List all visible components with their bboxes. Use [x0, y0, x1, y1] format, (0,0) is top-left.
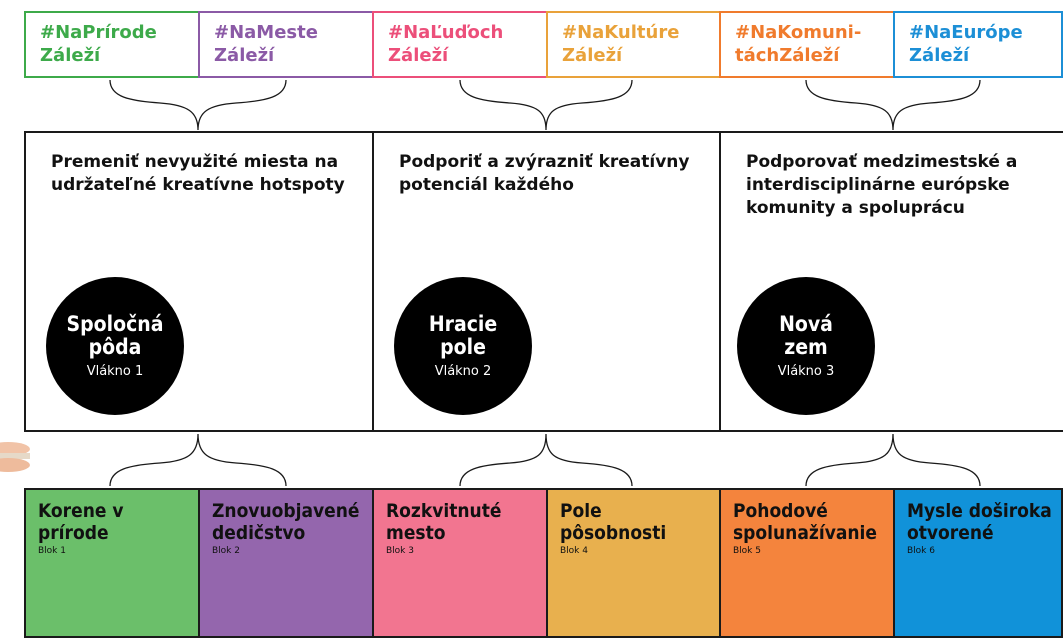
- thread-circle: Hracie pole Vlákno 2: [394, 277, 532, 415]
- tag-line2: Záleží: [40, 45, 101, 66]
- tag-communities: #NaKomuni- táchZáleží: [719, 11, 895, 78]
- tag-line1: #NaKomuni-: [735, 22, 862, 43]
- block-title: Znovuobjavené dedičstvo: [212, 500, 360, 544]
- thread-name: Hracie pole: [428, 312, 498, 359]
- block-title: Pole pôsobnosti: [560, 500, 667, 544]
- tag-line2: Záleží: [909, 45, 970, 66]
- tag-line2: táchZáleží: [735, 45, 840, 66]
- thread-label: Vlákno 1: [86, 364, 144, 379]
- tag-line2: Záleží: [214, 45, 275, 66]
- block-4: Pole pôsobnosti Blok 4: [546, 488, 721, 638]
- block-1: Korene v prírode Blok 1: [24, 488, 200, 638]
- thread-label: Vlákno 3: [777, 364, 835, 379]
- thread-description: Podporovať medzimestské a interdisciplin…: [746, 152, 1018, 218]
- tag-europe: #NaEurópe Záleží: [893, 11, 1063, 78]
- block-title: Mysle doširoka otvorené: [907, 500, 1052, 544]
- brace-top-3: [805, 79, 981, 131]
- block-label: Blok 5: [733, 546, 761, 556]
- thread-panel-3: Podporovať medzimestské a interdisciplin…: [719, 131, 1063, 432]
- thread-panel-1: Premeniť nevyužité miesta na udržateľné …: [24, 131, 374, 432]
- tag-culture: #NaKultúre Záleží: [546, 11, 721, 78]
- block-label: Blok 1: [38, 546, 66, 556]
- thread-description: Premeniť nevyužité miesta na udržateľné …: [51, 152, 345, 195]
- tag-nature: #NaPrírode Záleží: [24, 11, 200, 78]
- thread-circle: Spoločná pôda Vlákno 1: [46, 277, 184, 415]
- thread-name: Nová zem: [779, 312, 833, 359]
- tag-city: #NaMeste Záleží: [198, 11, 374, 78]
- block-title: Rozkvitnuté mesto: [386, 500, 502, 544]
- block-title: Pohodové spolunažívanie: [733, 500, 877, 544]
- block-5: Pohodové spolunažívanie Blok 5: [719, 488, 895, 638]
- tag-line1: #NaPrírode: [40, 22, 157, 43]
- thread-description: Podporiť a zvýrazniť kreatívny potenciál…: [399, 152, 690, 195]
- tag-line1: #NaĽuďoch: [388, 22, 504, 43]
- brace-bottom-3: [805, 433, 981, 487]
- brace-bottom-2: [459, 433, 633, 487]
- thread-name: Spoločná pôda: [66, 312, 164, 359]
- thread-circle: Nová zem Vlákno 3: [737, 277, 875, 415]
- brace-top-2: [459, 79, 633, 131]
- tag-line2: Záleží: [562, 45, 623, 66]
- thread-label: Vlákno 2: [434, 364, 492, 379]
- tag-people: #NaĽuďoch Záleží: [372, 11, 548, 78]
- block-label: Blok 6: [907, 546, 935, 556]
- block-title: Korene v prírode: [38, 500, 124, 544]
- block-label: Blok 3: [386, 546, 414, 556]
- tag-line1: #NaEurópe: [909, 22, 1023, 43]
- block-label: Blok 2: [212, 546, 240, 556]
- brace-top-1: [109, 79, 287, 131]
- tag-line2: Záleží: [388, 45, 449, 66]
- block-6: Mysle doširoka otvorené Blok 6: [893, 488, 1063, 638]
- tag-line1: #NaMeste: [214, 22, 318, 43]
- macaron-image: [0, 442, 30, 472]
- block-2: Znovuobjavené dedičstvo Blok 2: [198, 488, 374, 638]
- block-label: Blok 4: [560, 546, 588, 556]
- block-3: Rozkvitnuté mesto Blok 3: [372, 488, 548, 638]
- brace-bottom-1: [109, 433, 287, 487]
- thread-panel-2: Podporiť a zvýrazniť kreatívny potenciál…: [372, 131, 721, 432]
- tag-line1: #NaKultúre: [562, 22, 680, 43]
